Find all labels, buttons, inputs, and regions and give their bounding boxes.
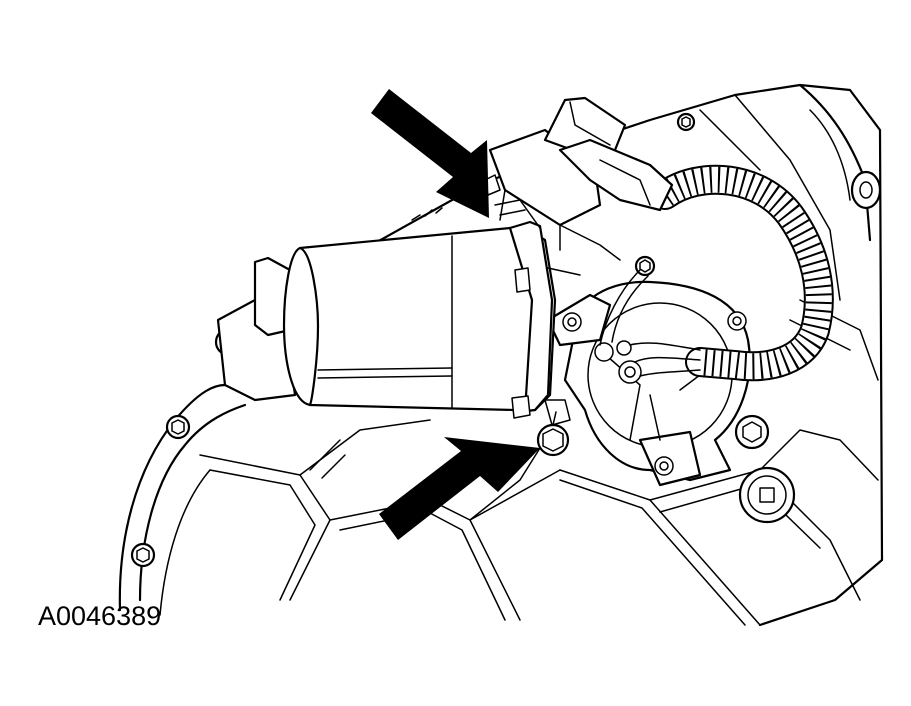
figure-id-label: A0046389 bbox=[38, 601, 162, 631]
drain-plug-icon bbox=[738, 466, 796, 524]
bolt-icon bbox=[165, 414, 191, 440]
bolt-icon bbox=[734, 414, 770, 450]
retaining-bolt-icon bbox=[536, 411, 570, 457]
wire-harness bbox=[599, 164, 834, 382]
bolt-icon bbox=[130, 542, 156, 568]
electrical-connector bbox=[484, 96, 674, 251]
bolt-icon bbox=[676, 112, 696, 132]
pointer-arrow-lower bbox=[379, 437, 540, 540]
sensor-housing bbox=[546, 280, 751, 487]
shift-motor bbox=[216, 199, 621, 426]
pointer-arrow-upper bbox=[371, 89, 489, 218]
